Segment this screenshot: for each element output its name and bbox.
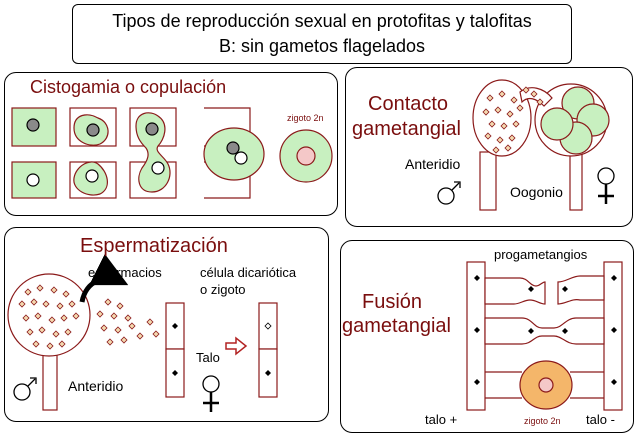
spermatium-dot — [488, 120, 496, 128]
spermatium-dot — [36, 284, 44, 292]
cistogamia-cells — [11, 107, 333, 199]
spermatium-dot — [62, 290, 70, 298]
trichogyne-dots — [172, 322, 272, 376]
fusion-title-line1: Fusión — [362, 291, 423, 313]
spermatium-dot — [56, 302, 64, 310]
espermatizacion-sperm-dots — [18, 284, 160, 350]
spermatium-dot — [482, 108, 490, 116]
talo-plus-label: talo + — [425, 412, 458, 427]
spermatium-dot — [494, 106, 502, 114]
spermatium-dot — [50, 286, 58, 294]
female-symbol-icon — [597, 167, 615, 204]
spermatium-dot — [152, 330, 160, 338]
header-title-line1: Tipos de reproducción sexual en protofit… — [112, 11, 532, 31]
transform-arrow — [225, 336, 248, 356]
spermatium-dot — [110, 312, 118, 320]
spermatium-dot — [106, 338, 114, 346]
spermatium-dot — [114, 326, 122, 334]
spermatium-dot — [32, 340, 40, 348]
spermatium-dot — [120, 336, 128, 344]
fusion-zygote-label: zigoto 2n — [524, 416, 561, 426]
espermacios-label: espermacios — [88, 265, 162, 280]
nucleus-gray — [26, 118, 40, 132]
spermatium-dot — [522, 86, 530, 94]
header-box: Tipos de reproducción sexual en protofit… — [72, 4, 572, 64]
spermatium-dot — [72, 312, 80, 320]
male-symbol-icon — [13, 377, 37, 401]
spermatium-dot — [104, 298, 112, 306]
spermatium-dot — [506, 110, 514, 118]
spermatium-dot — [24, 288, 32, 296]
fusion-title-line2: gametangial — [342, 315, 451, 337]
spermatium-dot — [486, 94, 494, 102]
spermatium-dot — [504, 144, 512, 152]
spermatium-dot — [510, 96, 518, 104]
spermatium-dot — [64, 328, 72, 336]
spermatium-dot — [536, 98, 544, 106]
espermatizacion-title: Espermatización — [80, 235, 228, 257]
spermatium-dot — [136, 332, 144, 340]
spermatium-dot — [484, 132, 492, 140]
espermatizacion-anteridio-label: Anteridio — [68, 378, 124, 394]
contacto-title-line2: gametangial — [352, 118, 461, 140]
female-symbol-icon — [202, 375, 220, 412]
fusion-dots — [474, 275, 617, 385]
talo-label: Talo — [196, 350, 220, 365]
talo-minus-label: talo - — [586, 412, 615, 427]
celula-label-line2: o zigoto — [200, 282, 246, 297]
contacto-sperm-dots — [482, 86, 544, 154]
spermatium-dot — [492, 146, 500, 154]
celula-label-line1: célula dicariótica — [200, 265, 297, 280]
fusion-drawing — [466, 261, 623, 411]
spermatium-dot — [52, 330, 60, 338]
spermatium-dot — [68, 300, 76, 308]
spermatium-dot — [500, 122, 508, 130]
spermatium-dot — [508, 134, 516, 142]
spermatium-dot — [18, 300, 26, 308]
spermatium-dot — [100, 324, 108, 332]
contacto-oogonio-label: Oogonio — [510, 184, 563, 200]
spermatium-dot — [30, 298, 38, 306]
spermatium-dot — [530, 90, 538, 98]
male-symbol-icon — [437, 181, 461, 205]
spermatium-dot — [128, 322, 136, 330]
header-title-line2: B: sin gametos flagelados — [218, 36, 426, 56]
spermatium-dot — [124, 314, 132, 322]
contacto-anteridio-label: Anteridio — [405, 156, 461, 172]
spermatium-dot — [58, 340, 66, 348]
cistogamia-zygote-label: zigoto 2n — [287, 113, 324, 123]
progametangios-label: progametangios — [494, 247, 588, 262]
spermatium-dot — [46, 342, 54, 350]
spermatium-dot — [516, 104, 524, 112]
spermatium-dot — [22, 314, 30, 322]
nucleus-white — [26, 173, 40, 187]
spermatium-dot — [60, 314, 68, 322]
spermatium-dot — [498, 90, 506, 98]
release-arrow — [79, 253, 129, 303]
spermatium-dot — [34, 312, 42, 320]
spermatium-dot — [26, 328, 34, 336]
spermatium-dot — [496, 136, 504, 144]
spermatium-dot — [38, 326, 46, 334]
spermatium-dot — [512, 120, 520, 128]
contacto-title-line1: Contacto — [368, 93, 449, 115]
spermatium-dot — [42, 300, 50, 308]
spermatium-dot — [146, 318, 154, 326]
spermatium-dot — [48, 316, 56, 324]
spermatium-dot — [116, 302, 124, 310]
cistogamia-title: Cistogamia o copulación — [30, 77, 227, 97]
spermatium-dot — [96, 310, 104, 318]
